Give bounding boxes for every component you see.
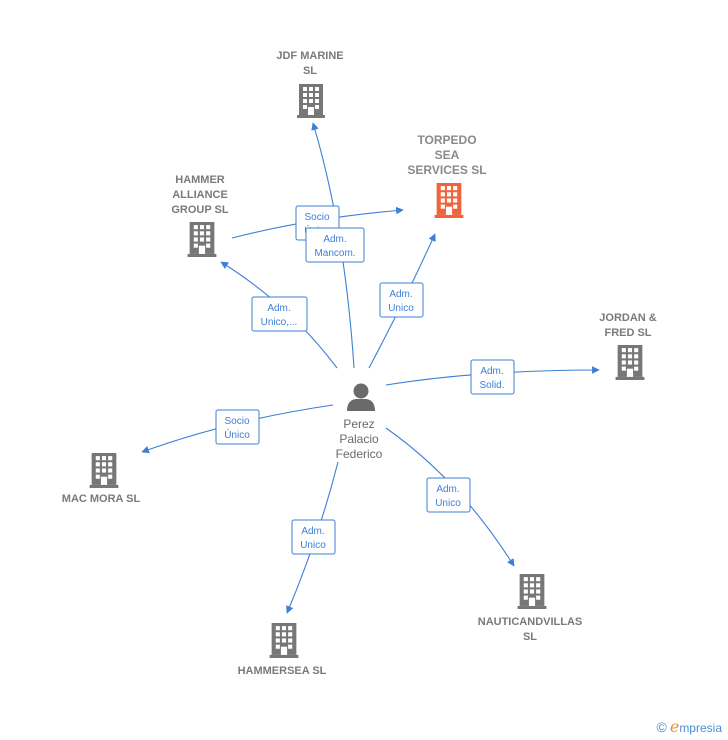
edge-label-line: Adm. [301, 526, 324, 537]
company-label: SERVICES SL [407, 163, 486, 177]
edge-label-line: Socio [224, 416, 249, 427]
edge-label-line: Adm. [480, 366, 503, 377]
copyright-icon: © [656, 719, 667, 735]
company-label: ALLIANCE [172, 189, 228, 201]
edge-label-hammer[interactable]: Adm. Unico,... [251, 296, 308, 332]
company-label: FRED SL [604, 327, 651, 339]
edge-label-line: Adm. [267, 303, 290, 314]
person-label: Perez [343, 417, 374, 431]
company-node-jordan[interactable]: JORDAN & FRED SL [599, 312, 657, 380]
company-label: SL [523, 631, 537, 643]
company-node-nautic[interactable]: NAUTICANDVILLAS SL [478, 574, 583, 643]
building-icon [269, 623, 299, 658]
company-node-jdf[interactable]: JDF MARINE SL [276, 50, 344, 118]
edge-label-line: Unico [300, 540, 326, 551]
brand-initial: e [669, 717, 680, 736]
edge-labels-layer: Socio Único Adm. Mancom. Adm. Unico,... … [215, 205, 515, 555]
company-label: HAMMERSEA SL [238, 665, 327, 677]
company-node-torpedo[interactable]: TORPEDO SEA SERVICES SL [407, 133, 487, 218]
brand-name: mpresia [679, 721, 722, 735]
building-icon [434, 183, 464, 218]
company-label: SL [303, 65, 317, 77]
edge-label-line: Solid. [479, 380, 504, 391]
building-icon [615, 345, 645, 380]
edge-label-line: Único [224, 428, 250, 441]
company-label: MAC MORA SL [62, 493, 141, 505]
edge-label-hammersea[interactable]: Adm. Unico [291, 519, 336, 555]
edge-label-line: Unico [388, 303, 414, 314]
edge-label-nautic[interactable]: Adm. Unico [426, 477, 471, 513]
building-icon [187, 222, 217, 257]
company-label: JDF MARINE [276, 50, 343, 62]
company-label: JORDAN & [599, 312, 657, 324]
company-label: SEA [435, 148, 460, 162]
edge-label-line: Adm. [436, 484, 459, 495]
edge-label-macmora[interactable]: Socio Único [215, 409, 260, 445]
edge-label-line: Adm. [389, 289, 412, 300]
company-node-hammer[interactable]: HAMMER ALLIANCE GROUP SL [171, 174, 229, 257]
company-label: TORPEDO [417, 133, 476, 147]
company-node-hammersea[interactable]: HAMMERSEA SL [238, 623, 327, 677]
person-label: Palacio [339, 432, 379, 446]
person-icon [347, 383, 375, 411]
footer-brand: ©empresia [657, 717, 722, 736]
edge-label-line: Unico,... [261, 317, 298, 328]
building-icon [89, 453, 119, 488]
company-label: GROUP SL [171, 204, 229, 216]
edge-label-line: Mancom. [314, 248, 355, 259]
company-node-macmora[interactable]: MAC MORA SL [62, 453, 141, 505]
building-icon [297, 84, 325, 118]
edge-label-jordan[interactable]: Adm. Solid. [470, 359, 515, 395]
edge-label-line: Socio [304, 212, 329, 223]
building-icon [517, 574, 547, 609]
company-label: NAUTICANDVILLAS [478, 616, 583, 628]
company-label: HAMMER [175, 174, 225, 186]
edge-label-line: Unico [435, 498, 461, 509]
person-node[interactable]: Perez Palacio Federico [336, 383, 383, 462]
edge-label-torpedo[interactable]: Adm. Unico [379, 282, 424, 318]
edge-label-line: Adm. [323, 234, 346, 245]
person-label: Federico [336, 447, 383, 461]
edge-label-jdf[interactable]: Adm. Mancom. [305, 227, 365, 263]
